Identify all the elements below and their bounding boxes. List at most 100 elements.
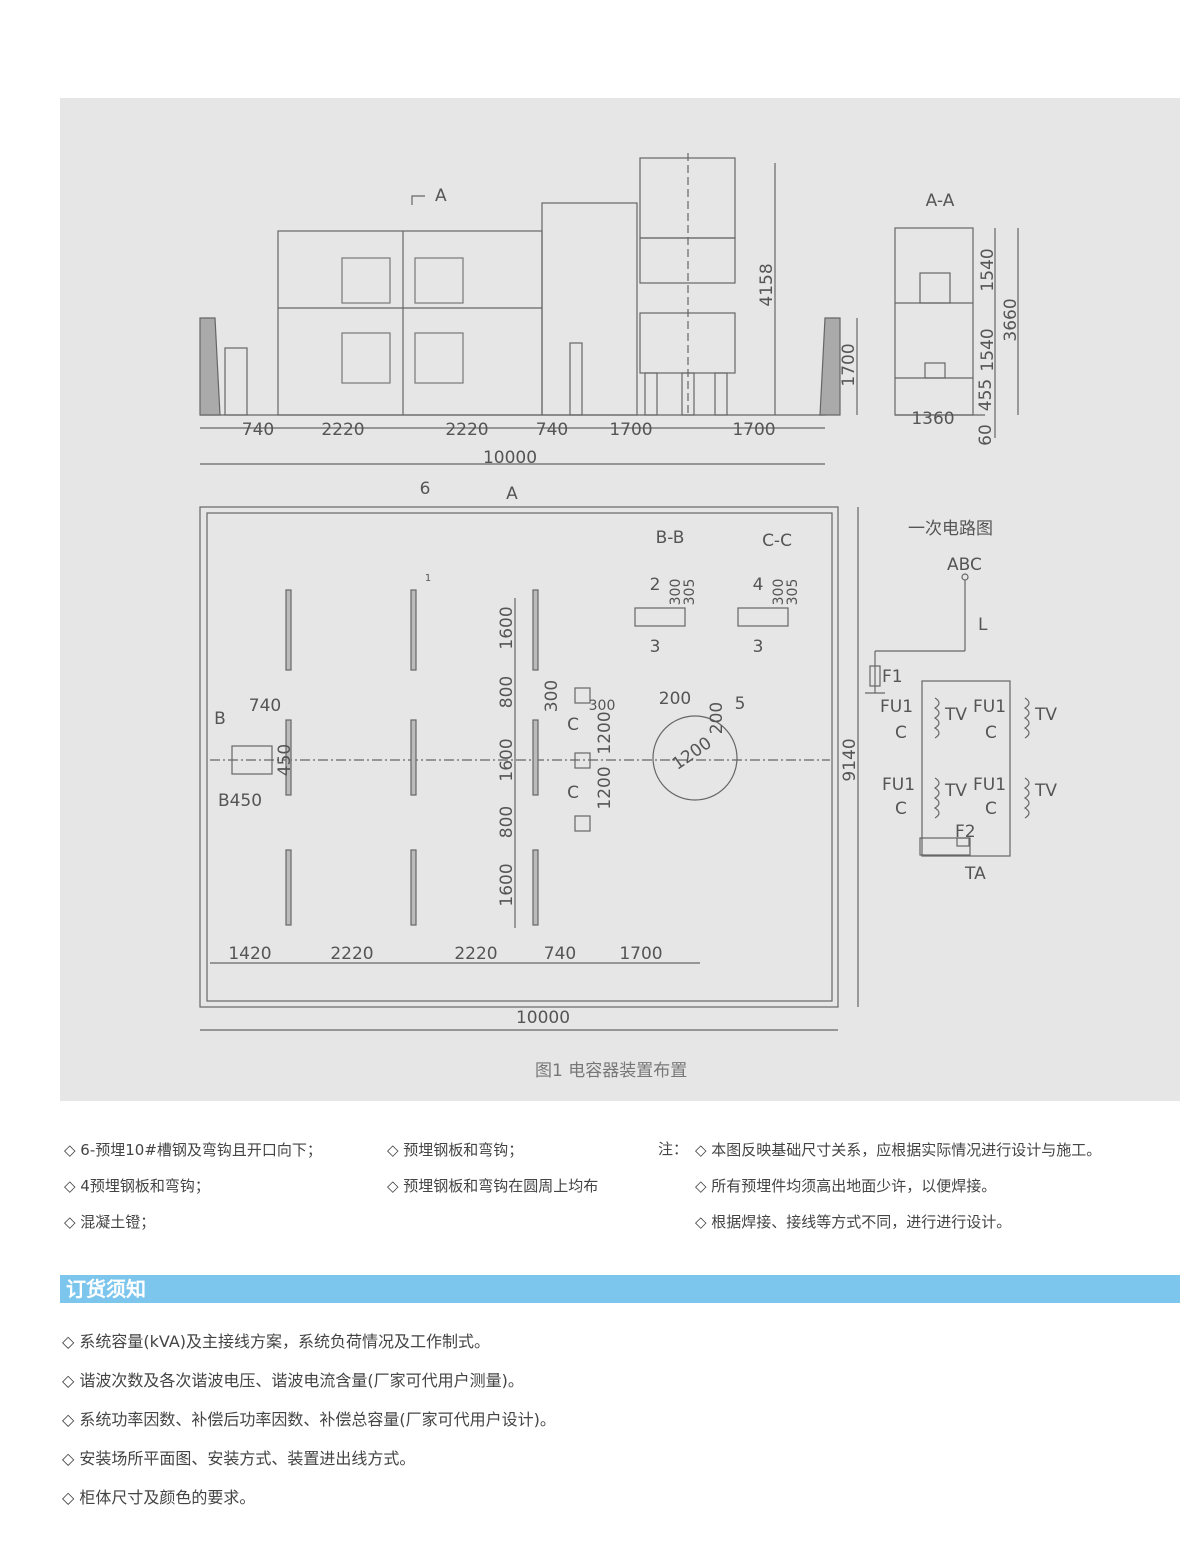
dim: 1200 bbox=[669, 733, 716, 774]
bb-label: 2 bbox=[650, 575, 661, 595]
circuit-c: C bbox=[985, 799, 997, 819]
dim: 740 bbox=[536, 420, 568, 440]
note: ◇ 6-预埋10#槽钢及弯钩且开口向下； bbox=[64, 1141, 322, 1159]
notes-column-3: ◇ 本图反映基础尺寸关系，应根据实际情况进行设计与施工。 ◇ 所有预埋件均须高出… bbox=[695, 1138, 1101, 1246]
circuit-fu: FU1 bbox=[973, 775, 1006, 795]
plan-section-mark: A bbox=[506, 484, 518, 504]
circuit-c: C bbox=[895, 799, 907, 819]
section-aa-view bbox=[894, 227, 1019, 438]
order-title: 订货须知 bbox=[66, 1277, 146, 1301]
note: ◇ 根据焊接、接线等方式不同，进行进行设计。 bbox=[695, 1213, 1012, 1231]
circuit-f1: F1 bbox=[882, 667, 903, 687]
dim: 740 bbox=[242, 420, 274, 440]
dim: 300 bbox=[542, 680, 562, 712]
order-item: ◇ 柜体尺寸及颜色的要求。 bbox=[62, 1488, 256, 1507]
dim-height2: 1700 bbox=[839, 343, 859, 386]
dim: 740 bbox=[544, 944, 576, 964]
label-5: 5 bbox=[735, 694, 746, 714]
dim: 1200 bbox=[595, 711, 615, 754]
order-list: ◇ 系统容量(kVA)及主接线方案，系统负荷情况及工作制式。 ◇ 谐波次数及各次… bbox=[62, 1330, 556, 1525]
circuit-l: L bbox=[978, 615, 988, 635]
circuit-c: C bbox=[985, 723, 997, 743]
circuit-fu: FU1 bbox=[880, 697, 913, 717]
dim: 60 bbox=[976, 424, 996, 446]
dim-height: 4158 bbox=[757, 263, 777, 306]
elevation-section-mark: A bbox=[435, 186, 447, 206]
dim: 200 bbox=[659, 689, 691, 709]
elevation-view bbox=[199, 153, 858, 465]
b-mark: B bbox=[214, 709, 226, 729]
circuit-title: 一次电路图 bbox=[908, 519, 993, 539]
order-item: ◇ 系统容量(kVA)及主接线方案，系统负荷情况及工作制式。 bbox=[62, 1332, 491, 1351]
note: ◇ 所有预埋件均须高出地面少许，以便焊接。 bbox=[695, 1177, 997, 1195]
dim: 800 bbox=[497, 806, 517, 838]
dim: 1420 bbox=[228, 944, 271, 964]
circuit-ta: TA bbox=[964, 864, 986, 884]
cc-label: 4 bbox=[753, 575, 764, 595]
circuit-tv: TV bbox=[944, 781, 967, 801]
section-cc-title: C-C bbox=[762, 531, 792, 551]
bb-label: 300 bbox=[668, 579, 684, 606]
dim: 1700 bbox=[619, 944, 662, 964]
dim: 200 bbox=[707, 702, 727, 734]
order-item: ◇ 安装场所平面图、安装方式、装置进出线方式。 bbox=[62, 1449, 416, 1468]
order-item: ◇ 谐波次数及各次谐波电压、谐波电流含量(厂家可代用户测量)。 bbox=[62, 1371, 524, 1390]
dim: 2220 bbox=[454, 944, 497, 964]
note: ◇ 4预埋钢板和弯钩； bbox=[64, 1177, 210, 1195]
section-bb-title: B-B bbox=[656, 528, 685, 548]
circuit-f2: F2 bbox=[955, 822, 976, 842]
dim: 2220 bbox=[445, 420, 488, 440]
figure-caption: 图1 电容器装置布置 bbox=[535, 1061, 687, 1081]
order-item: ◇ 系统功率因数、补偿后功率因数、补偿总容量(厂家可代用户设计)。 bbox=[62, 1410, 556, 1429]
dim-total: 10000 bbox=[516, 1008, 570, 1028]
note: ◇ 预埋钢板和弯钩在圆周上均布 bbox=[387, 1177, 599, 1195]
circuit-fu: FU1 bbox=[973, 697, 1006, 717]
order-section-header: 订货须知 bbox=[60, 1275, 1180, 1303]
note: ◇ 预埋钢板和弯钩； bbox=[387, 1141, 524, 1159]
label-1: 1 bbox=[425, 573, 431, 584]
circuit-fu: FU1 bbox=[882, 775, 915, 795]
c-mark: C bbox=[567, 783, 579, 803]
cc-label: 300 bbox=[771, 579, 787, 606]
circuit-c: C bbox=[895, 723, 907, 743]
dim-height: 9140 bbox=[840, 738, 860, 781]
cc-label: 3 bbox=[753, 637, 764, 657]
dim: 740 bbox=[249, 696, 281, 716]
circuit-abc: ABC bbox=[947, 555, 982, 575]
circuit-tv: TV bbox=[1034, 705, 1057, 725]
dim: 1600 bbox=[497, 863, 517, 906]
dim: 2220 bbox=[321, 420, 364, 440]
dim: 1700 bbox=[609, 420, 652, 440]
bb-label: 3 bbox=[650, 637, 661, 657]
bb-label: 305 bbox=[682, 579, 698, 606]
notes-column-1: ◇ 6-预埋10#槽钢及弯钩且开口向下； ◇ 4预埋钢板和弯钩； ◇ 混凝土镫； bbox=[64, 1138, 322, 1246]
dim: 1360 bbox=[911, 409, 954, 429]
note: ◇ 本图反映基础尺寸关系，应根据实际情况进行设计与施工。 bbox=[695, 1141, 1102, 1159]
dim: 455 bbox=[976, 379, 996, 411]
dim: 2220 bbox=[330, 944, 373, 964]
dim: 300 bbox=[589, 698, 616, 714]
dim: 1700 bbox=[732, 420, 775, 440]
label-6: 6 bbox=[420, 479, 431, 499]
dim: 1600 bbox=[497, 738, 517, 781]
circuit-tv: TV bbox=[944, 705, 967, 725]
section-aa-title: A-A bbox=[926, 191, 955, 211]
capacitor-layout-drawing: A 740 2220 2220 740 1700 1700 10000 4158… bbox=[60, 98, 1180, 1101]
dim: 800 bbox=[497, 676, 517, 708]
dim-total: 10000 bbox=[483, 448, 537, 468]
notes-column-2: ◇ 预埋钢板和弯钩； ◇ 预埋钢板和弯钩在圆周上均布 bbox=[387, 1138, 598, 1210]
dim: 1540 bbox=[978, 248, 998, 291]
primary-circuit-diagram bbox=[865, 573, 1030, 857]
cc-label: 305 bbox=[785, 579, 801, 606]
dim: 1600 bbox=[497, 606, 517, 649]
c-mark: C bbox=[567, 715, 579, 735]
dim: 3660 bbox=[1001, 298, 1021, 341]
dim: 450 bbox=[275, 744, 295, 776]
circuit-tv: TV bbox=[1034, 781, 1057, 801]
note: ◇ 混凝土镫； bbox=[64, 1213, 156, 1231]
dim: 1200 bbox=[595, 766, 615, 809]
notes-prefix: 注： bbox=[658, 1140, 689, 1158]
plan-view bbox=[199, 506, 859, 1031]
dim: 1540 bbox=[978, 328, 998, 371]
